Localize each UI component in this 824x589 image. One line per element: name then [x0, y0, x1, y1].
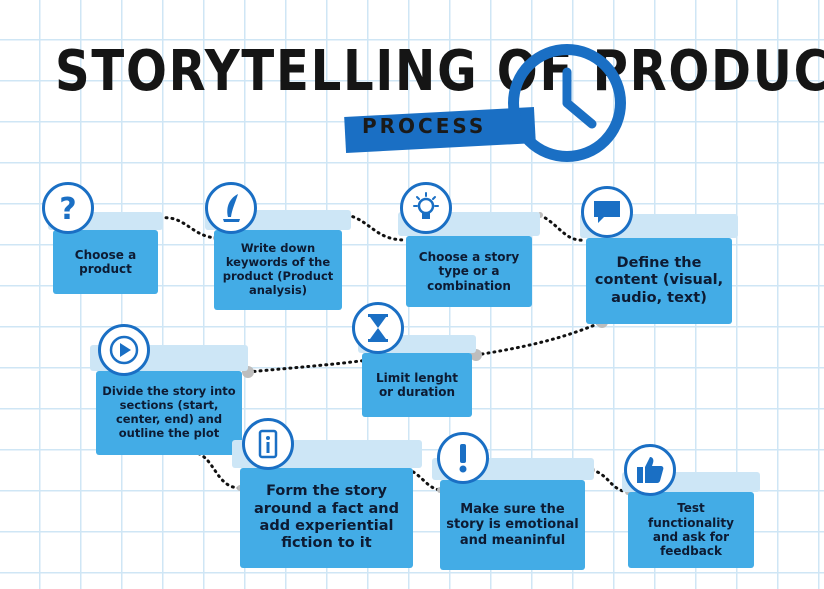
- question-icon: ?: [42, 182, 94, 234]
- step-label: Limit lenght or duration: [376, 370, 458, 399]
- play-icon: [98, 324, 150, 376]
- thumbs-up-icon: [624, 444, 676, 496]
- step-label: Define the content (visual, audio, text): [594, 254, 724, 306]
- lightbulb-icon: [400, 182, 452, 234]
- subtitle: PROCESS: [362, 114, 487, 138]
- step-card-2: Write down keywords of the product (Prod…: [205, 210, 351, 310]
- step-label: Form the story around a fact and add exp…: [254, 483, 399, 552]
- step-label: Write down keywords of the product (Prod…: [222, 241, 334, 297]
- step-card-5: Divide the story into sections (start, c…: [90, 345, 248, 455]
- step-label: Test functionality and ask for feedback: [648, 501, 734, 559]
- page-title: STORYTELLING OF PRODUCT: [55, 39, 824, 104]
- step-label: Make sure the story is emotional and mea…: [446, 501, 579, 548]
- exclamation-icon: [437, 432, 489, 484]
- clock-hands-icon: [562, 67, 597, 129]
- step-card-9: Test functionality and ask for feedback: [622, 472, 760, 568]
- quill-icon: [205, 182, 257, 234]
- hourglass-icon: [352, 302, 404, 354]
- info-icon: [242, 418, 294, 470]
- step-label: Divide the story into sections (start, c…: [102, 384, 236, 440]
- speech-bubble-icon: [581, 186, 633, 238]
- clock-icon: [508, 44, 626, 162]
- step-label: Choose a product: [74, 247, 137, 276]
- svg-text:?: ?: [59, 192, 76, 225]
- step-label: Choose a story type or a combination: [418, 249, 520, 293]
